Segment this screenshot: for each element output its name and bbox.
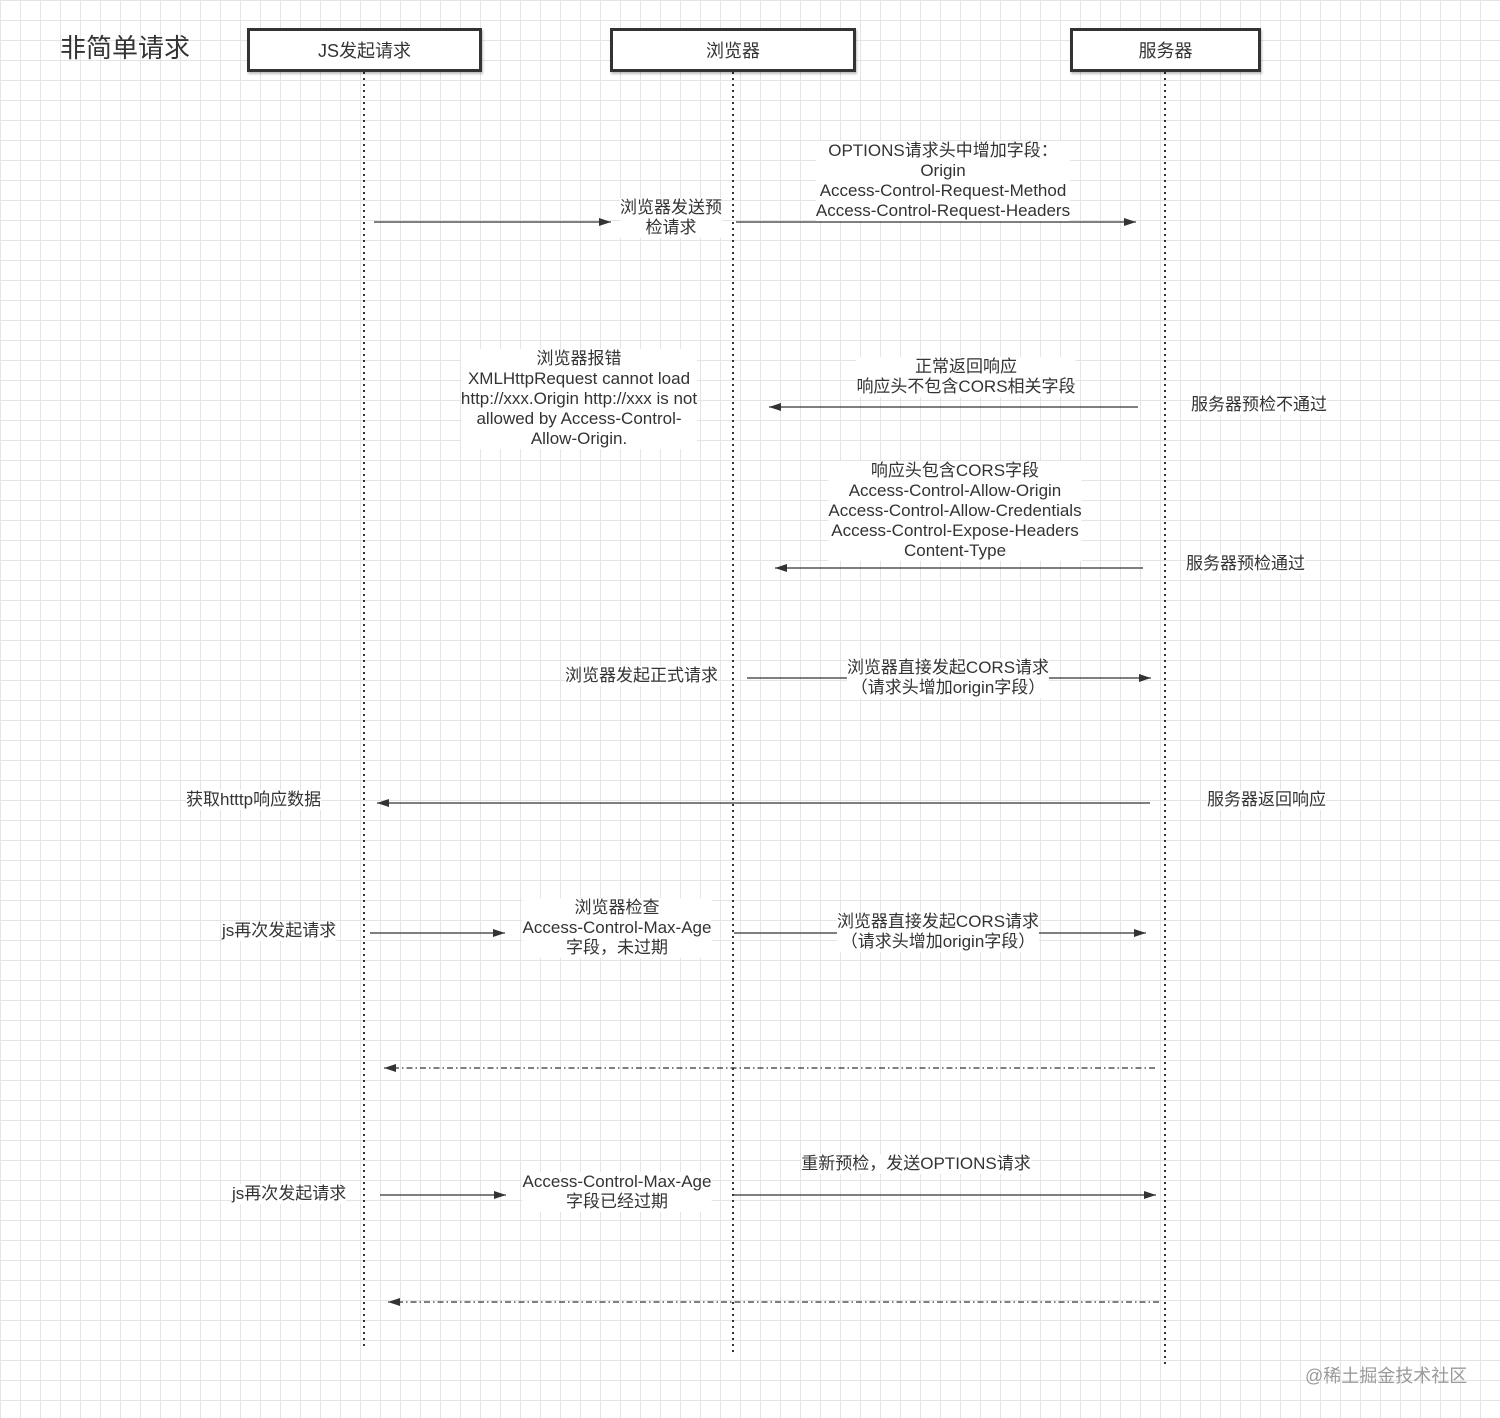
max-age-expired-label: Access-Control-Max-Age 字段已经过期: [522, 1172, 712, 1213]
watermark: @稀土掘金技术社区: [1305, 1366, 1468, 1386]
js-again-label-2: js再次发起请求: [232, 1184, 347, 1205]
participant-browser: 浏览器: [610, 28, 856, 72]
cors-request-label-2: 浏览器直接发起CORS请求 （请求头增加origin字段）: [836, 912, 1040, 953]
cors-fields-label: 响应头包含CORS字段 Access-Control-Allow-Origin …: [828, 461, 1082, 562]
participant-server: 服务器: [1070, 28, 1261, 72]
get-response-label: 获取htttp响应数据: [186, 790, 322, 811]
options-fields-label: OPTIONS请求头中增加字段： Origin Access-Control-R…: [815, 141, 1071, 222]
browser-error-label: 浏览器报错 XMLHttpRequest cannot load http://…: [460, 349, 698, 450]
preflight-pass-label: 服务器预检通过: [1186, 554, 1305, 575]
participant-js: JS发起请求: [247, 28, 482, 72]
server-response-label: 服务器返回响应: [1207, 790, 1326, 811]
formal-request-label: 浏览器发起正式请求: [565, 666, 718, 687]
cors-request-label-1: 浏览器直接发起CORS请求 （请求头增加origin字段）: [846, 658, 1050, 699]
diagram-title: 非简单请求: [60, 33, 191, 63]
re-preflight-label: 重新预检，发送OPTIONS请求: [801, 1154, 1031, 1175]
js-again-label-1: js再次发起请求: [222, 921, 337, 942]
normal-response-label: 正常返回响应 响应头不包含CORS相关字段: [856, 357, 1076, 398]
max-age-check-label: 浏览器检查 Access-Control-Max-Age 字段，未过期: [522, 898, 712, 959]
preflight-fail-label: 服务器预检不通过: [1191, 395, 1327, 416]
send-preflight-label: 浏览器发送预 检请求: [620, 198, 722, 239]
